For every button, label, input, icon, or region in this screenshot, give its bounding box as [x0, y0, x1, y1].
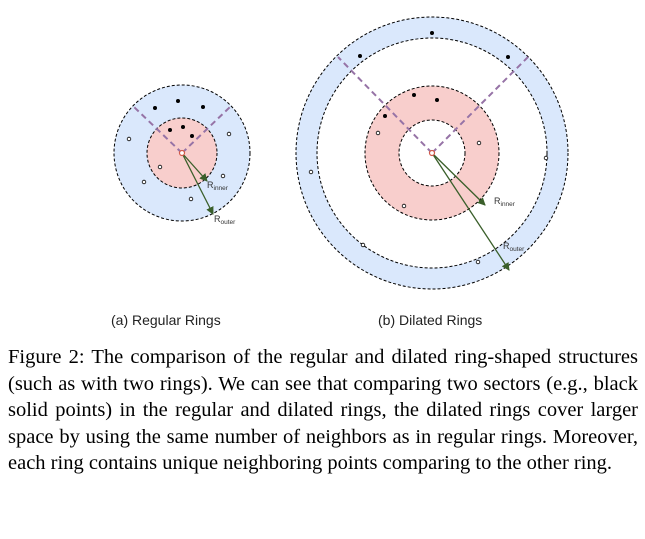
panel-a-caption: (a) Regular Rings [111, 312, 221, 328]
r-outer-label: Router [214, 214, 236, 226]
ring-comparison-figure: Rinner Router Rinner R [113, 16, 569, 290]
neighbor-points-solid [153, 99, 205, 138]
r-inner-arrow [431, 152, 486, 206]
figure-caption: Figure 2: The comparison of the regular … [8, 346, 638, 474]
sector-boundary-right [431, 56, 529, 154]
r-outer-arrow [181, 152, 214, 215]
r-outer-label: Router [503, 241, 525, 253]
neighbor-points-hollow [308, 130, 549, 265]
neighbor-points-hollow [126, 131, 232, 202]
r-inner-label: Rinner [207, 180, 229, 192]
sector-boundary-left [337, 56, 433, 154]
r-inner-arrow [181, 152, 208, 182]
panel-b-dilated-rings: Rinner Router [295, 16, 569, 290]
sector-boundary-right [181, 106, 231, 154]
center-point [428, 149, 436, 157]
r-outer-arrow [431, 152, 510, 271]
panel-a-regular-rings: Rinner Router [113, 84, 251, 226]
r-inner-label: Rinner [494, 196, 516, 208]
center-point [178, 149, 186, 157]
neighbor-points-solid [358, 31, 510, 118]
sector-boundary-left [133, 106, 183, 154]
panel-b-caption: (b) Dilated Rings [378, 312, 483, 328]
